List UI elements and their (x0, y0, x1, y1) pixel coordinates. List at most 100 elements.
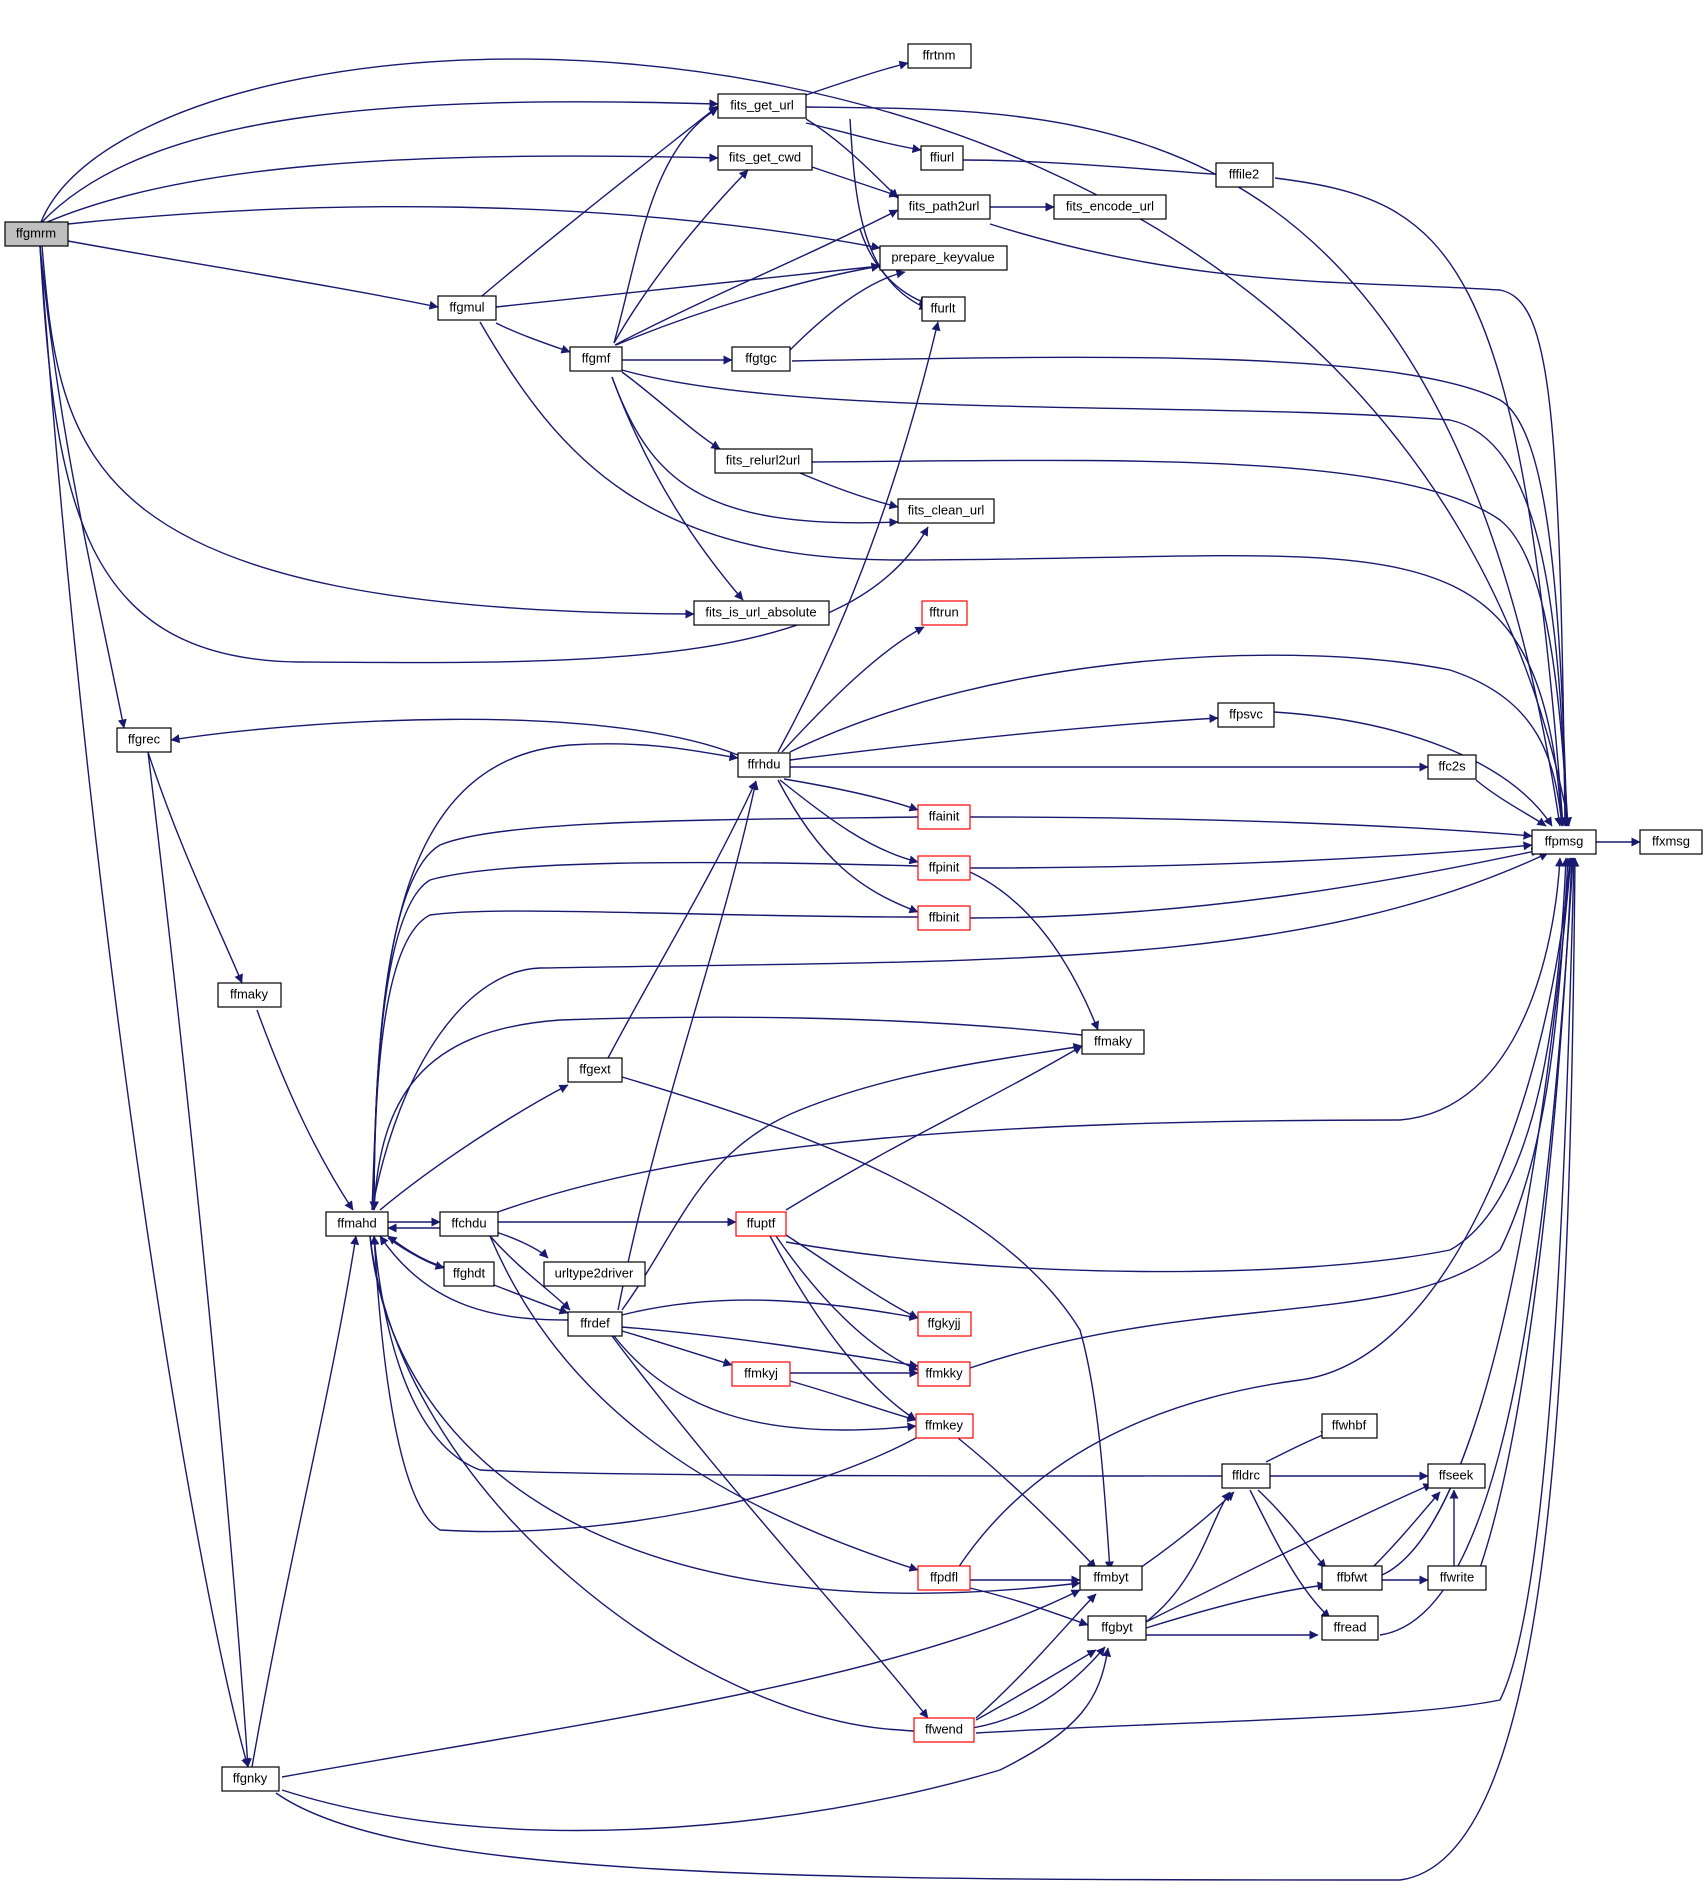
edge-ffldrc-ffwhbf (1265, 1430, 1331, 1463)
node-label: ffgrec (128, 731, 161, 746)
node-ffmaky-right[interactable]: ffmaky (1081, 1029, 1145, 1055)
edge-ffuptf-ffpmsg (785, 857, 1571, 1273)
node-ffpmsg[interactable]: ffpmsg (1531, 829, 1597, 855)
edge-ffmahd-ffghdt (387, 1237, 445, 1270)
edge-ffbfwt-ffseek (1371, 1491, 1441, 1569)
node-prepare_keyvalue[interactable]: prepare_keyvalue (879, 245, 1008, 271)
node-ffurlt[interactable]: ffurlt (921, 296, 966, 322)
node-ffseek[interactable]: ffseek (1427, 1463, 1486, 1489)
node-ffwrite[interactable]: ffwrite (1427, 1565, 1487, 1591)
node-ffrhdu[interactable]: ffrhdu (737, 752, 791, 778)
edge-ffchdu-ffrdef (489, 1235, 571, 1311)
node-label: ffmkyj (744, 1365, 778, 1380)
edge-ffgmrm-fits_get_url (41, 99, 719, 223)
node-ffc2s[interactable]: ffc2s (1427, 754, 1477, 780)
edge-ffgext-ffmbyt (621, 1076, 1114, 1571)
node-label: ffxmsg (1652, 833, 1690, 848)
node-ffbfwt[interactable]: ffbfwt (1321, 1565, 1383, 1591)
node-ffgmf[interactable]: ffgmf (569, 346, 623, 372)
edge-ffgmf-fits_get_cwd (613, 169, 749, 344)
edge-ffrdef-ffmahd (379, 1235, 569, 1321)
edge-ffgnky-ffmahd (251, 1235, 360, 1768)
edge-prepare_keyvalue-ffurlt (859, 228, 929, 306)
edge-ffgmf-prepare_keyvalue (615, 263, 881, 346)
edge-ffmaky_left-ffmahd (256, 1009, 354, 1211)
edge-ffgnky-ffpmsg (275, 857, 1580, 1881)
edge-ffchdu-ffpmsg (497, 857, 1565, 1213)
node-ffmkey[interactable]: ffmkey (915, 1413, 974, 1439)
node-label: ffrdef (580, 1315, 610, 1330)
node-label: ffseek (1439, 1467, 1474, 1482)
edge-ffgnky-ffmbyt (281, 1589, 1081, 1778)
node-ffghdt[interactable]: ffghdt (443, 1261, 495, 1287)
node-ffpinit[interactable]: ffpinit (917, 855, 971, 881)
edge-ffgmrm-fits_is_url_absolute (41, 245, 695, 619)
edge-ffgbyt-ffseek (1145, 1483, 1433, 1623)
node-ffrtnm[interactable]: ffrtnm (907, 43, 972, 69)
node-ffwhbf[interactable]: ffwhbf (1321, 1413, 1378, 1439)
node-label: ffpinit (929, 859, 960, 874)
node-ffgtgc[interactable]: ffgtgc (731, 346, 791, 372)
edge-fits_get_url-ffpmsg (805, 106, 1564, 827)
node-ffgnky[interactable]: ffgnky (221, 1766, 280, 1792)
node-ffwend[interactable]: ffwend (913, 1717, 975, 1743)
edge-ffpinit-ffmahd (369, 861, 919, 1211)
node-ffxmsg[interactable]: ffxmsg (1639, 829, 1703, 855)
node-ffpsvc[interactable]: ffpsvc (1217, 702, 1275, 728)
node-ffmaky-left[interactable]: ffmaky (217, 982, 282, 1008)
edge-ffgrec-ffgnky (147, 751, 252, 1768)
node-fits_path2url[interactable]: fits_path2url (897, 194, 991, 220)
edge-ffgbyt-ffbfwt (1145, 1581, 1327, 1629)
node-ffuptf[interactable]: ffuptf (735, 1211, 787, 1237)
node-fits_get_url[interactable]: fits_get_url (717, 93, 807, 119)
node-ffgmrm[interactable]: ffgmrm (4, 221, 69, 247)
node-ffpdfl[interactable]: ffpdfl (917, 1565, 971, 1591)
edge-ffgmrm-prepare_keyvalue (67, 205, 881, 251)
edge-ffgmrm-ffpmsg (40, 58, 1572, 827)
node-fffile2[interactable]: fffile2 (1215, 162, 1274, 188)
edge-ffgmf-fits_relurl2url (621, 371, 721, 450)
node-fits_encode_url[interactable]: fits_encode_url (1053, 194, 1167, 220)
edge-ffrdef-ffgkyjj (621, 1299, 919, 1321)
node-label: ffgmrm (16, 225, 56, 240)
node-ffmbyt[interactable]: ffmbyt (1079, 1565, 1143, 1591)
node-urltype2driver[interactable]: urltype2driver (543, 1261, 646, 1287)
node-ffgext[interactable]: ffgext (567, 1057, 623, 1083)
node-ffgbyt[interactable]: ffgbyt (1087, 1615, 1147, 1641)
edge-ffrdef-ffmkey (613, 1335, 917, 1432)
node-fits_is_url_absolute[interactable]: fits_is_url_absolute (693, 600, 830, 626)
node-ffainit[interactable]: ffainit (917, 804, 971, 830)
node-ffgkyjj[interactable]: ffgkyjj (917, 1311, 972, 1337)
node-ffread[interactable]: ffread (1321, 1615, 1379, 1641)
node-ffchdu[interactable]: ffchdu (439, 1211, 499, 1237)
node-ffgmul[interactable]: ffgmul (437, 295, 497, 321)
node-label: ffmahd (337, 1215, 377, 1230)
node-ffmkyj[interactable]: ffmkyj (731, 1361, 791, 1387)
node-label: ffmaky (230, 986, 269, 1001)
node-ffmkky[interactable]: ffmkky (917, 1361, 971, 1387)
edge-ffgmrm-ffgrec (39, 245, 127, 729)
edge-ffgbyt-ffldrc (1145, 1491, 1231, 1623)
node-label: ffgbyt (1101, 1619, 1133, 1634)
edge-ffrdef-ffmkky (621, 1326, 919, 1370)
node-label: ffpmsg (1545, 833, 1584, 848)
node-ffgrec[interactable]: ffgrec (116, 727, 172, 753)
edge-ffchdu-ffpdfl (489, 1235, 919, 1572)
node-fits_clean_url[interactable]: fits_clean_url (897, 498, 995, 524)
node-label: ffgext (579, 1061, 611, 1076)
node-ffrdef[interactable]: ffrdef (567, 1311, 623, 1337)
edge-ffiurl-fffile2 (962, 159, 1227, 179)
edge-ffghdt-ffrdef (493, 1284, 569, 1315)
node-ffldrc[interactable]: ffldrc (1221, 1463, 1271, 1489)
edge-ffrdef-ffmaky_right (621, 1043, 1083, 1311)
node-label: ffbfwt (1337, 1569, 1368, 1584)
edge-ffmaky_right-ffmahd (369, 1016, 1083, 1211)
node-ffmahd[interactable]: ffmahd (325, 1211, 389, 1237)
node-ffiurl[interactable]: ffiurl (920, 145, 964, 171)
node-fftrun[interactable]: fftrun (921, 600, 968, 626)
node-fits_relurl2url[interactable]: fits_relurl2url (714, 448, 813, 474)
node-label: ffmbyt (1093, 1569, 1129, 1584)
node-ffbinit[interactable]: ffbinit (917, 905, 971, 931)
node-fits_get_cwd[interactable]: fits_get_cwd (717, 145, 813, 171)
